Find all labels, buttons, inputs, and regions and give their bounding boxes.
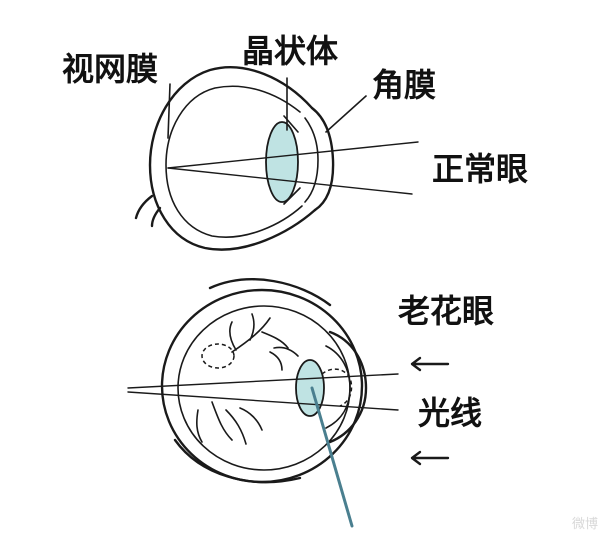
watermark-text: 微博 xyxy=(572,517,598,532)
presbyopia-vessels-upper xyxy=(229,313,289,353)
label-presbyopia: 老花眼 xyxy=(398,292,494,330)
normal-eye-cornea xyxy=(310,106,335,212)
normal-eye-cornea-inner xyxy=(304,117,319,203)
retina-leader-line xyxy=(167,83,171,139)
label-light: 光线 xyxy=(418,394,482,432)
presbyopia-vessels-lower xyxy=(196,401,263,445)
label-normal-eye: 正常眼 xyxy=(432,150,528,188)
light-arrow-lower xyxy=(410,450,450,466)
presbyopia-eye-outer-arc-top xyxy=(208,278,332,307)
light-arrow-upper xyxy=(410,356,450,372)
label-retina: 视网膜 xyxy=(62,50,158,88)
normal-eye-optic-nerve xyxy=(134,194,162,228)
presbyopia-ray-lower xyxy=(127,391,399,411)
presbyopia-ray-upper xyxy=(127,373,399,389)
normal-eye-ray-upper xyxy=(167,141,419,169)
presbyopia-eye-outer-arc-bottom xyxy=(173,438,302,484)
label-cornea: 角膜 xyxy=(372,66,436,104)
presbyopia-optic-disc xyxy=(201,343,235,369)
normal-eye-lens xyxy=(265,121,299,203)
label-lens: 晶状体 xyxy=(242,32,338,70)
presbyopia-iris-dashed xyxy=(321,368,353,407)
presbyopia-cornea-inner xyxy=(325,345,351,429)
presbyopia-cornea xyxy=(328,330,368,444)
cornea-leader-line xyxy=(325,95,367,133)
presbyopia-pointer-line xyxy=(310,386,354,528)
normal-eye-figure xyxy=(134,66,419,251)
normal-eye-ray-lower xyxy=(167,167,413,195)
presbyopia-vessels-mid xyxy=(269,346,299,371)
presbyopia-eye-figure xyxy=(127,278,450,528)
normal-eye-retina-layer xyxy=(165,85,303,238)
normal-eye-outer-sclera xyxy=(148,66,317,251)
presbyopia-lens xyxy=(295,359,325,417)
